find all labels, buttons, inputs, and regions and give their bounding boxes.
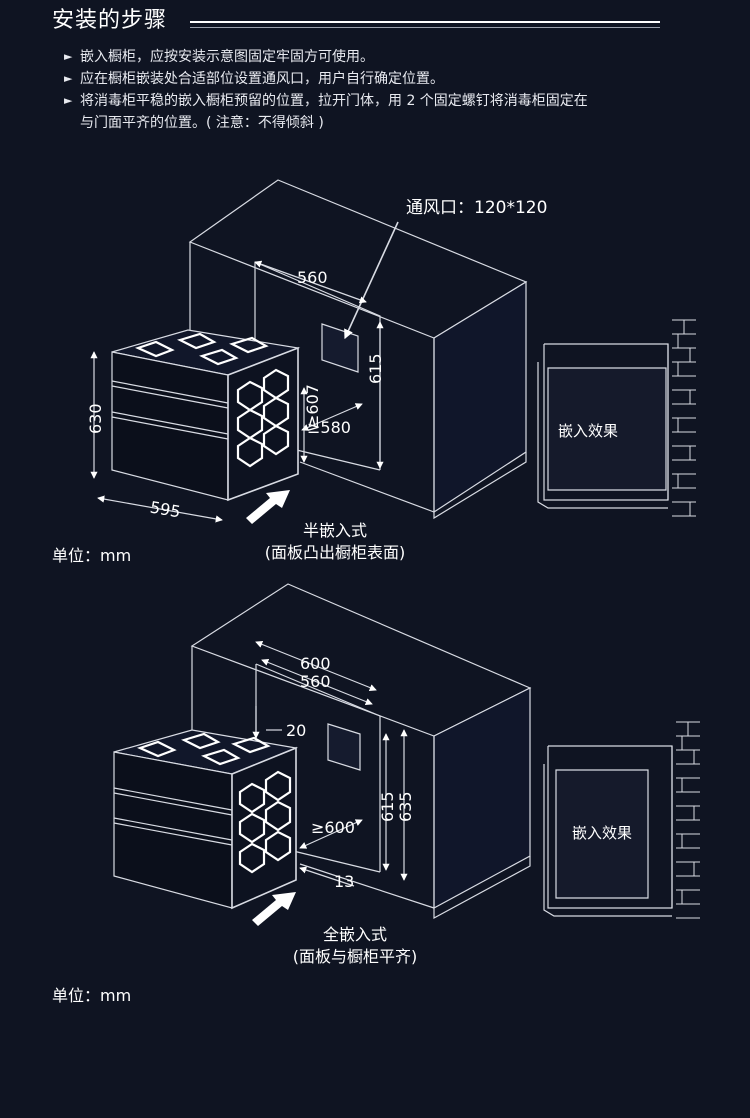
dim-width-560: 560 [297,268,328,287]
triangle-bullet-icon: ► [64,72,73,85]
title-rule [190,21,660,23]
effect-label: 嵌入效果 [572,824,633,842]
step-item: ► 将消毒柜平稳的嵌入橱柜预留的位置，拉开门体，用 2 个固定螺钉将消毒柜固定在… [64,90,704,134]
step-text-line2: 与门面平齐的位置。( 注意：不得倾斜 ) [80,115,324,131]
dim-height-635: 635 [396,791,415,822]
dim-width-560: 560 [300,672,331,691]
installation-diagram [90,179,700,926]
unit-label: 单位：mm [52,546,132,565]
caption-line2: (面板与橱柜平齐) [292,947,418,966]
push-arrow-bottom-icon [252,892,296,926]
step-text: 嵌入橱柜，应按安装示意图固定牢固方可使用。 [80,49,374,65]
unit-label: 单位：mm [52,986,132,1005]
dim-gap-20: 20 [286,721,307,740]
section-header: 安装的步骤 [52,6,662,40]
caption-full-embedded: 全嵌入式 (面板与橱柜平齐) [260,924,450,968]
triangle-bullet-icon: ► [64,94,73,107]
caption-line1: 半嵌入式 [302,521,367,540]
effect-view-top [537,319,696,517]
steps-list: ► 嵌入橱柜，应按安装示意图固定牢固方可使用。 ► 应在橱柜嵌装处合适部位设置通… [64,46,704,134]
dims-top [90,260,384,523]
dim-gap-13: 13 [334,872,355,891]
dim-height-615: 615 [366,353,385,384]
effect-label: 嵌入效果 [558,422,619,440]
appliance-top [111,329,301,502]
dims-bottom [252,640,408,887]
title-rule-thin [190,27,660,28]
dim-depth-580: ≥580 [307,418,351,437]
caption-line2: (面板凸出橱柜表面) [264,543,406,562]
step-text-line1: 将消毒柜平稳的嵌入橱柜预留的位置，拉开门体，用 2 个固定螺钉将消毒柜固定在 [80,93,588,109]
effect-view-bottom [543,721,700,919]
step-text: 应在橱柜嵌装处合适部位设置通风口，用户自行确定位置。 [80,71,444,87]
dim-height-615: 615 [378,791,397,822]
step-item: ► 应在橱柜嵌装处合适部位设置通风口，用户自行确定位置。 [64,68,704,90]
push-arrow-top-icon [246,490,290,524]
step-text: 将消毒柜平稳的嵌入橱柜预留的位置，拉开门体，用 2 个固定螺钉将消毒柜固定在 与… [80,90,704,134]
dim-depth-600: ≥600 [311,818,355,837]
caption-semi-embedded: 半嵌入式 (面板凸出橱柜表面) [240,520,430,564]
triangle-bullet-icon: ► [64,50,73,63]
caption-line1: 全嵌入式 [322,925,387,944]
dim-width-600: 600 [300,654,331,673]
vent-label: 通风口：120*120 [406,198,548,218]
step-item: ► 嵌入橱柜，应按安装示意图固定牢固方可使用。 [64,46,704,68]
dim-height-630: 630 [86,403,105,434]
appliance-bottom [113,729,299,910]
vent-pointer-arrow [344,221,399,340]
section-title: 安装的步骤 [52,8,168,33]
